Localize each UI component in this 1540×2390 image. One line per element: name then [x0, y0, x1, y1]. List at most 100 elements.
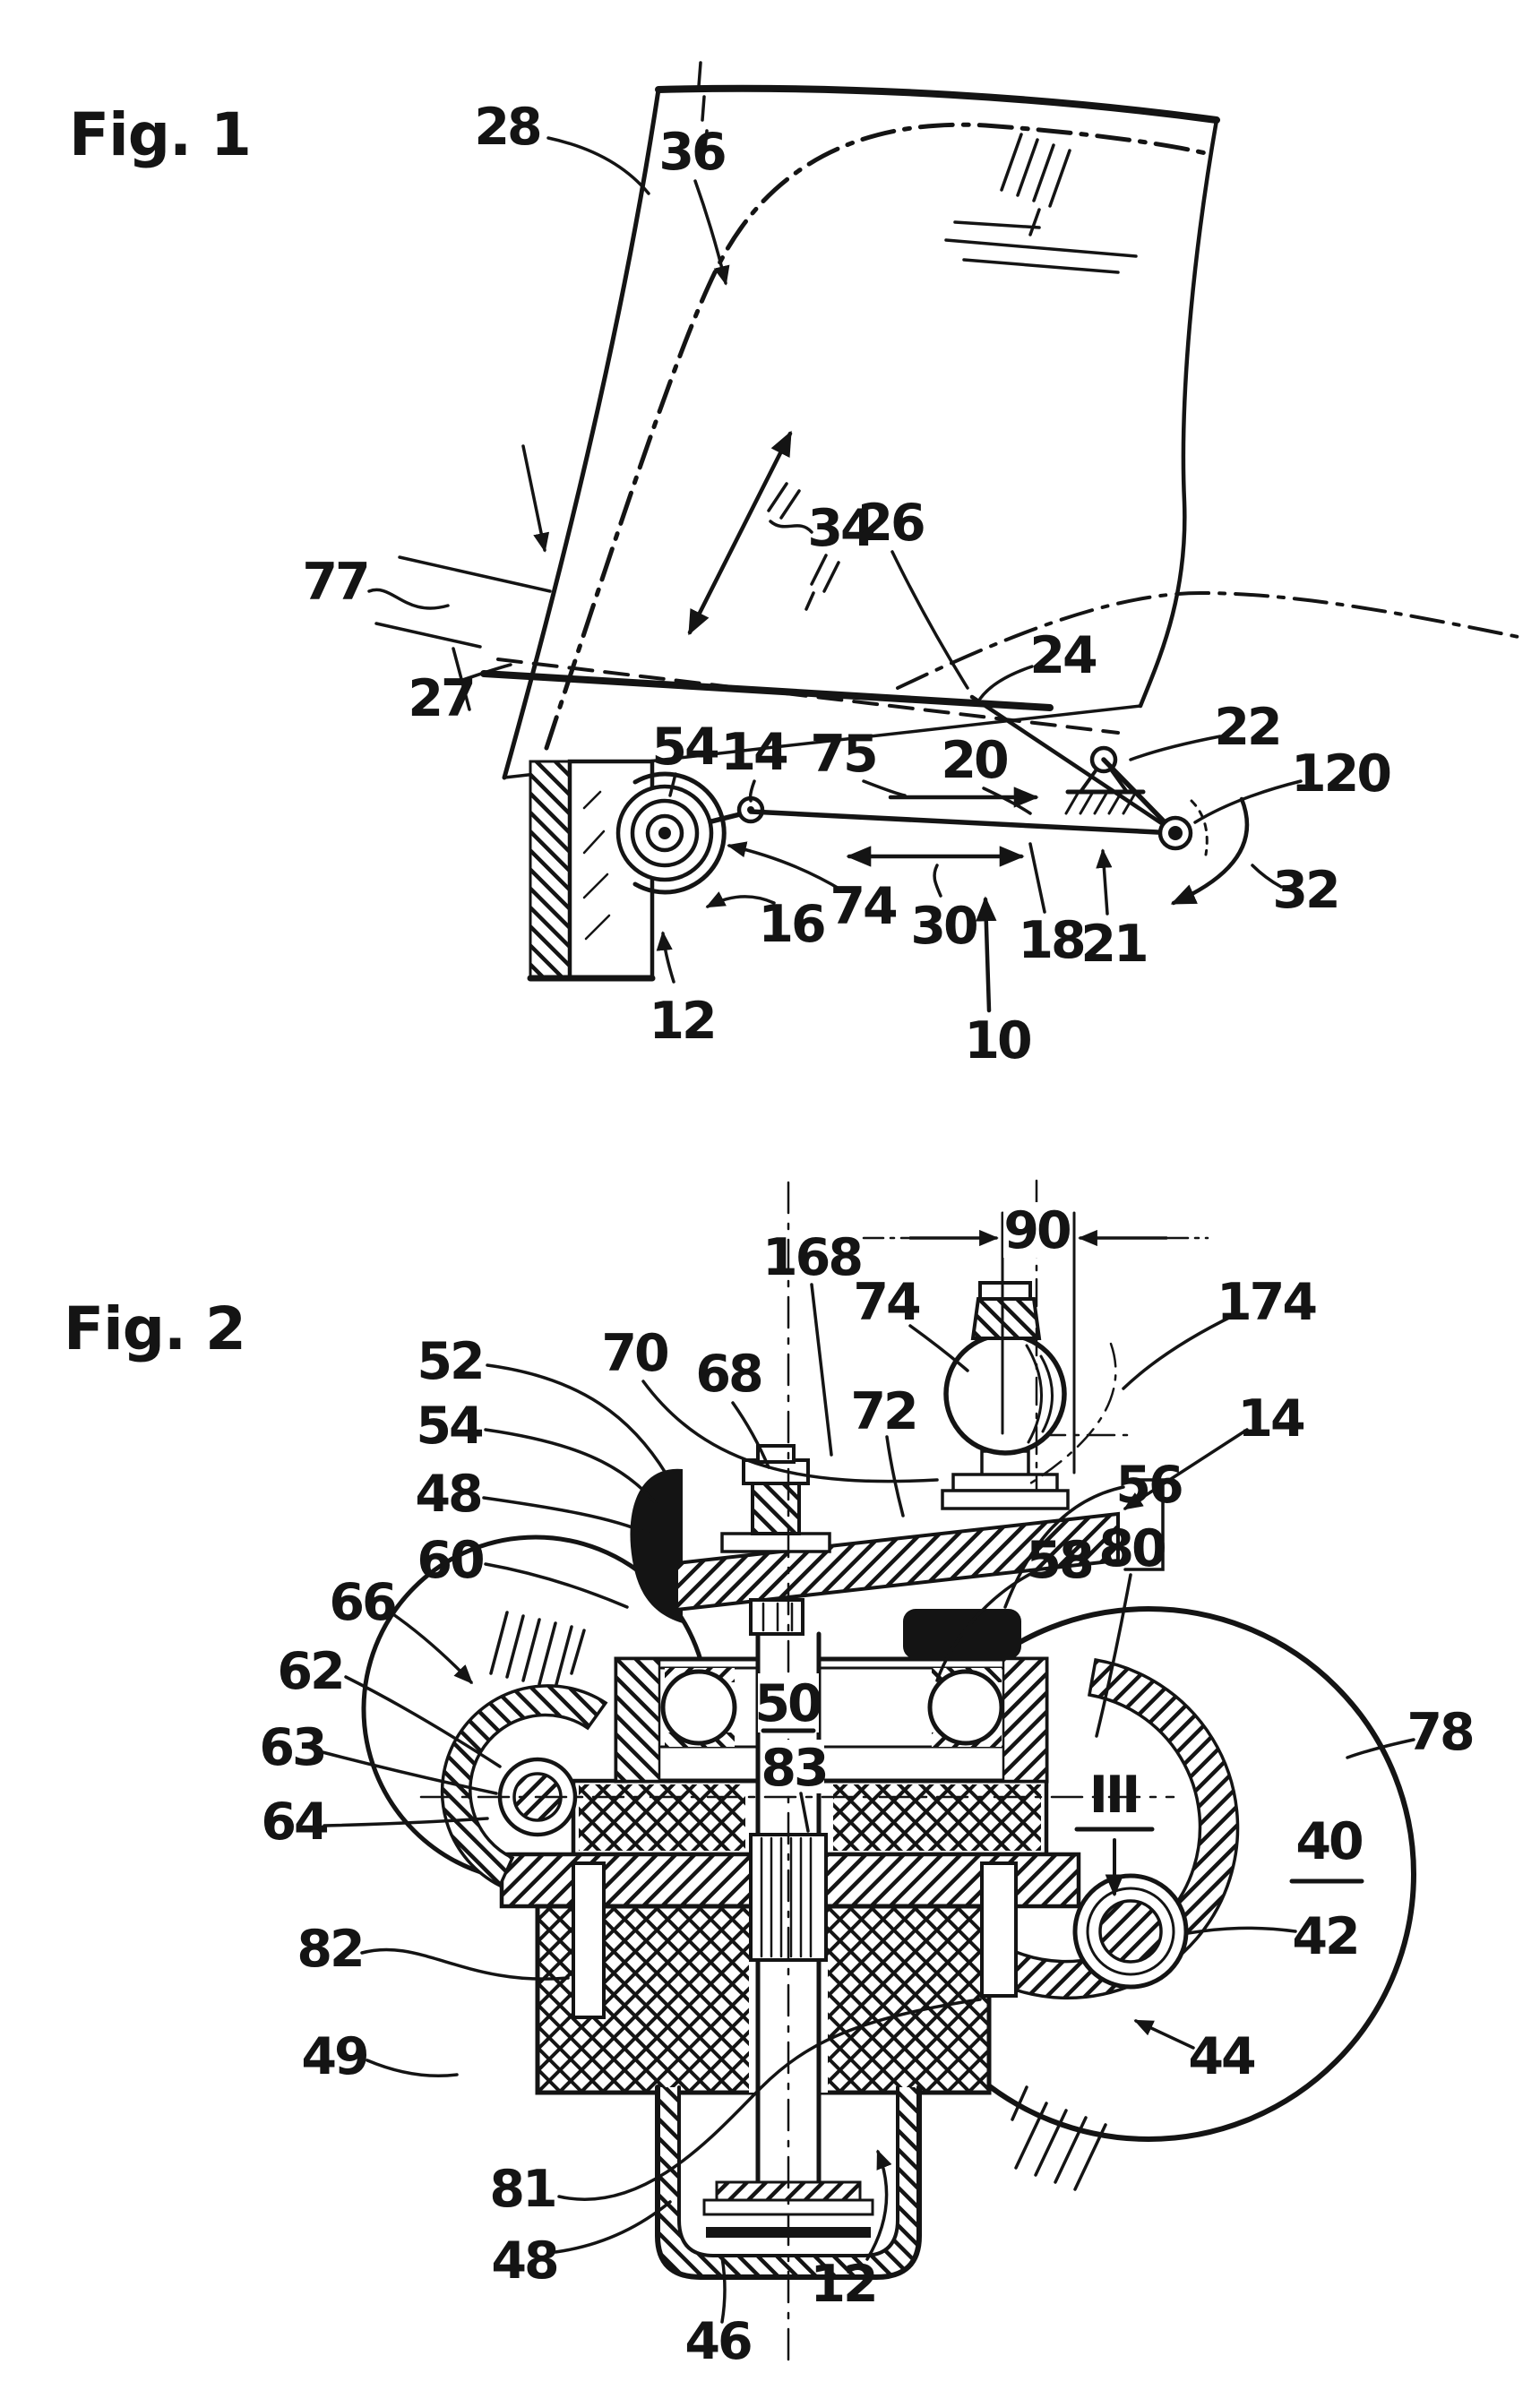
nut-168	[756, 1444, 796, 1464]
fig2-ref-46: 46	[684, 2312, 751, 2371]
fig1-ref-18: 18	[1018, 911, 1084, 970]
fig1-ref-74: 74	[830, 877, 897, 936]
fig2-ref-III: III	[1089, 1766, 1139, 1825]
reference-numerals-2: 168 90 74 174 68 70 72 14 52 54 48 60 66 62 63 64 82 49 81…	[259, 1201, 1475, 2371]
wiper-arm-24	[969, 694, 1176, 834]
fig1-ref-22: 22	[1214, 698, 1279, 757]
leader-lines-2	[321, 1283, 1415, 2324]
bearing-housing	[632, 771, 727, 895]
right-roller-42	[1098, 1899, 1163, 1964]
fig1-ref-30: 30	[910, 897, 976, 956]
fig1-ref-12: 12	[649, 992, 714, 1051]
fig2-ref-83: 83	[761, 1739, 826, 1798]
body-line	[896, 590, 1525, 690]
sweep-arrow-34	[687, 430, 793, 636]
fig2-ref-12: 12	[810, 2255, 875, 2314]
crank-plate-14-72	[675, 1511, 1120, 1612]
housing-section	[361, 1535, 1416, 2191]
fig1-ref-26: 26	[857, 494, 924, 553]
fig1-ref-20: 20	[941, 731, 1007, 790]
fig1-ref-10: 10	[964, 1011, 1030, 1070]
fig1-ref-24: 24	[1029, 626, 1097, 685]
figure-1: Fig. 1	[69, 61, 1525, 1070]
fig2-ref-60: 60	[417, 1531, 483, 1590]
fig2-ref-82: 82	[297, 1920, 362, 1979]
fig2-ref-48-19: 48	[491, 2231, 557, 2291]
wiper-blade-position-27	[496, 658, 1120, 735]
link-rod-18-20	[748, 809, 1178, 836]
fig2-ref-72: 72	[850, 1382, 916, 1441]
fig1-ref-27: 27	[408, 669, 473, 728]
crank-plate-assembly	[675, 1281, 1165, 1636]
label-backings	[758, 1202, 1071, 1793]
fig2-ref-174: 174	[1217, 1273, 1316, 1332]
left-boot-48	[630, 1468, 683, 1623]
fig2-ref-40: 40	[1295, 1812, 1362, 1871]
wiper-blade-group	[374, 444, 1176, 834]
glass-shading	[697, 61, 1138, 611]
fig2-ref-64: 64	[261, 1792, 328, 1852]
figure-2: Fig. 2	[64, 1179, 1475, 2371]
leader-lines-1	[367, 136, 1303, 984]
fig1-ref-34: 34	[807, 499, 874, 558]
fig2-ref-63: 63	[259, 1718, 324, 1777]
fig1-ref-120: 120	[1291, 744, 1389, 804]
fig1-ref-36: 36	[658, 123, 725, 182]
crank-22	[1064, 745, 1250, 906]
wiping-field	[544, 61, 1525, 751]
fig2-ref-50: 50	[754, 1674, 821, 1733]
fig2-ref-42: 42	[1292, 1907, 1357, 1966]
fig2-ref-52: 52	[417, 1332, 482, 1391]
fig2-ref-48: 48	[415, 1465, 481, 1524]
dimension-77	[374, 444, 552, 711]
washer-70	[720, 1532, 831, 1553]
fig1-ref-32: 32	[1272, 861, 1338, 920]
bracket-ticks	[582, 790, 611, 941]
fig2-ref-62: 62	[277, 1642, 342, 1701]
fig2-ref-74: 74	[853, 1273, 920, 1332]
wall-hatching	[529, 760, 572, 980]
fig2-ref-68: 68	[695, 1345, 761, 1404]
label-adjuncts	[761, 1728, 1364, 1897]
pin-81	[980, 1861, 1018, 1998]
fig2-ref-54: 54	[416, 1397, 483, 1456]
ball-stud-74	[943, 1332, 1067, 1456]
fig2-ref-49: 49	[301, 2027, 367, 2086]
fig2-ref-168: 168	[762, 1228, 861, 1287]
fig2-ref-70: 70	[601, 1324, 667, 1383]
fig1-ref-14: 14	[720, 723, 787, 782]
fastener-68	[751, 1480, 801, 1535]
fig2-ref-44: 44	[1188, 2027, 1255, 2086]
end-bracket	[1123, 1478, 1165, 1571]
fig1-ref-77: 77	[302, 553, 367, 612]
fig1-ref-54: 54	[651, 718, 718, 777]
dimension-90	[862, 1211, 1209, 1474]
left-lobe-ring-64	[440, 1684, 608, 1888]
crank-arm	[1101, 757, 1176, 834]
figure2-caption: Fig. 2	[64, 1294, 245, 1363]
pivot-arc-174	[1028, 1342, 1117, 1485]
lobe-shading	[489, 1611, 1107, 2191]
fig2-ref-56: 56	[1115, 1456, 1182, 1515]
fig1-ref-16: 16	[758, 895, 824, 954]
linkage	[527, 745, 1250, 1013]
wiping-field-boundary-36	[544, 122, 1212, 751]
fig2-ref-66: 66	[329, 1573, 395, 1632]
fig2-ref-78: 78	[1407, 1703, 1473, 1762]
fig1-ref-75: 75	[810, 725, 875, 784]
fig2-ref-80: 80	[1098, 1519, 1165, 1578]
pin-82	[572, 1861, 606, 2019]
arrow-10	[976, 896, 997, 1013]
ground-hatching	[1064, 790, 1138, 815]
fig2-ref-90: 90	[1003, 1201, 1070, 1260]
fig2-ref-14: 14	[1237, 1389, 1304, 1449]
fig2-ref-58: 58	[1026, 1531, 1092, 1590]
fig2-ref-81: 81	[489, 2160, 555, 2219]
bearing-ball-left-58	[660, 1669, 737, 1746]
ball-cap	[970, 1297, 1042, 1340]
bearing-ball-right-58	[927, 1669, 1004, 1746]
fig1-ref-28: 28	[474, 98, 540, 157]
rotation-arrow-32	[1170, 796, 1250, 906]
